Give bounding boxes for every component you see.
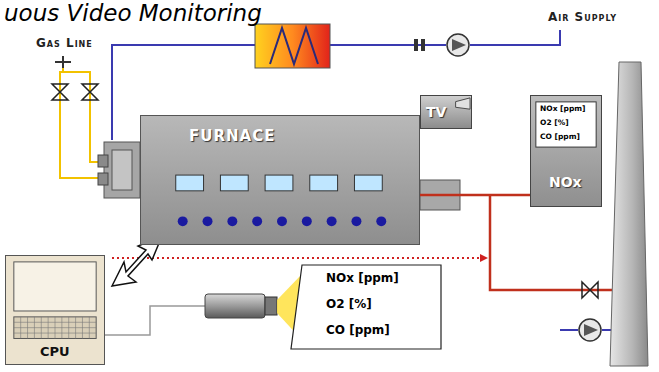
line-label: Air Supply xyxy=(548,10,617,24)
node-text: NOx [ppm] xyxy=(540,105,586,114)
furnace-box: FURNACE xyxy=(140,115,420,245)
camera-housing: TV xyxy=(420,95,472,129)
title-text: uous Video Monitoring xyxy=(4,0,262,26)
node-text: O2 [%] xyxy=(540,119,569,128)
node-text: NOx [ppm] xyxy=(326,272,399,286)
node-text: CO [ppm] xyxy=(326,324,390,338)
node-text: CPU xyxy=(40,345,70,360)
node-text: O2 [%] xyxy=(326,298,372,312)
node-text: TV xyxy=(426,104,446,120)
node-text: NOx xyxy=(549,174,582,190)
node-text: CO [ppm] xyxy=(540,133,580,142)
line-label: Gas Line xyxy=(36,36,93,50)
flue-gas-line xyxy=(420,194,530,197)
node-text: FURNACE xyxy=(189,128,275,145)
cpu-monitor: CPU xyxy=(5,255,105,365)
readout-panel: NOx [ppm] O2 [%] CO [ppm] xyxy=(290,264,442,350)
nox-analyzer: NOx [ppm] O2 [%] CO [ppm] NOx xyxy=(530,95,602,207)
